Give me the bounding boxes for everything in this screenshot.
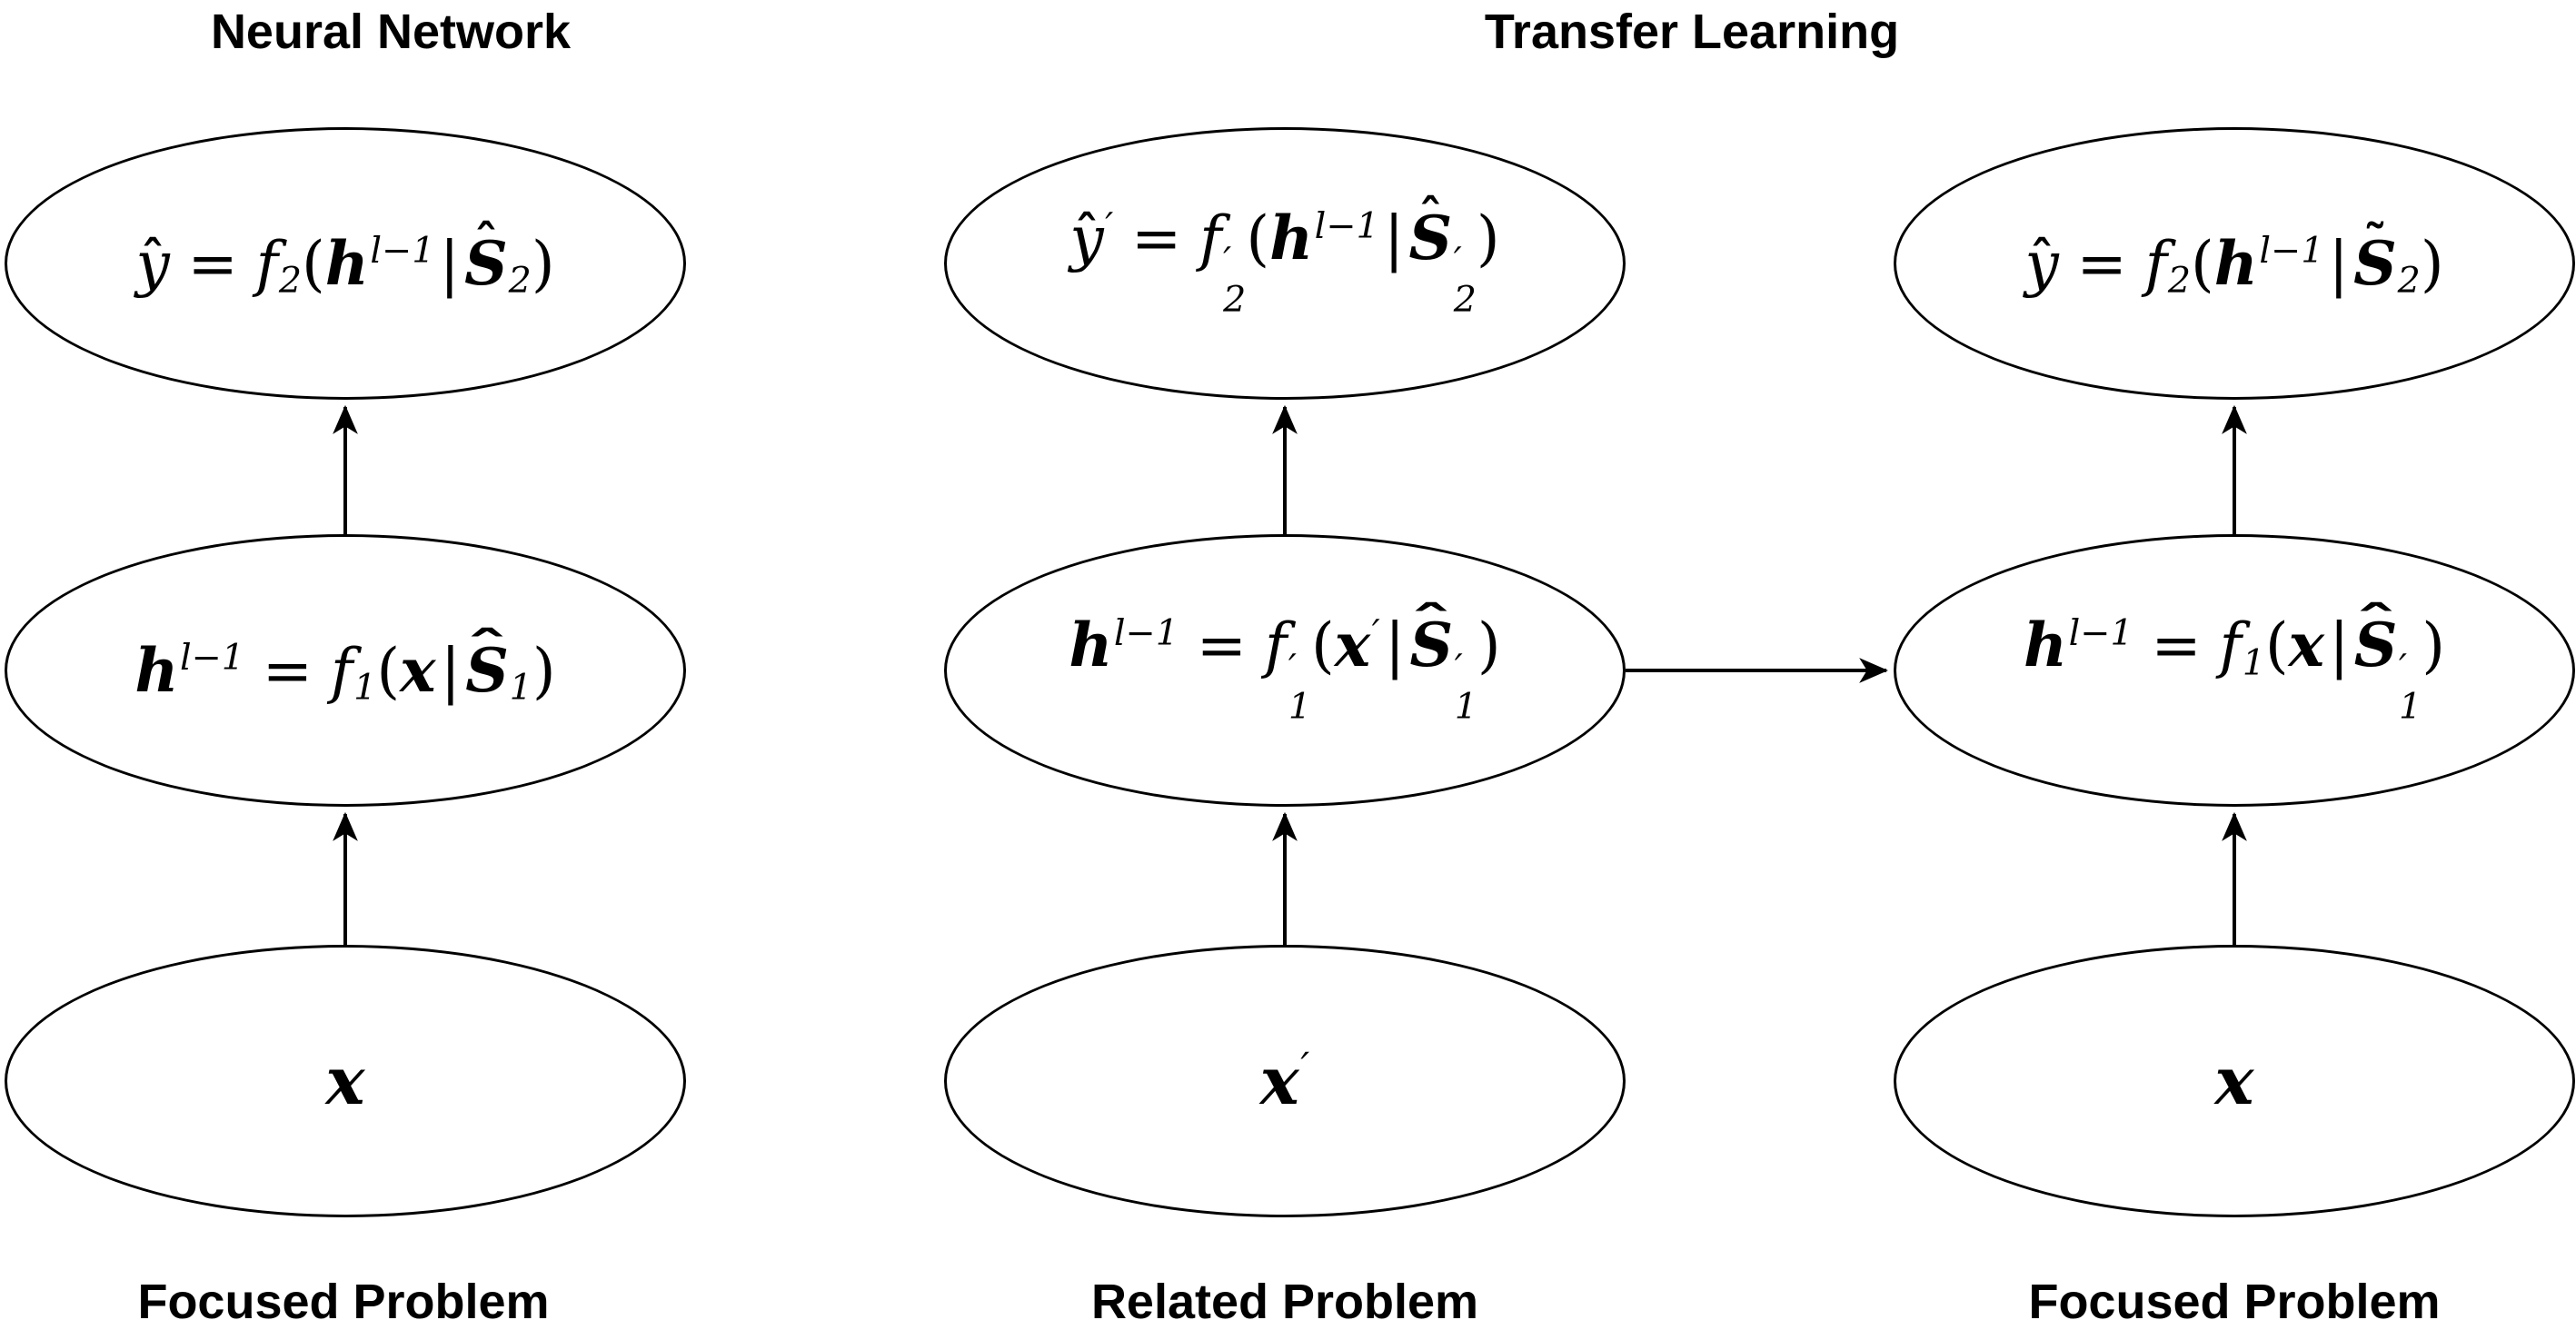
node-focused-input: x xyxy=(1894,945,2575,1217)
node-related-input: x′ xyxy=(944,945,1626,1217)
section-title-neural-network: Neural Network xyxy=(210,5,572,59)
formula-nn-input: x xyxy=(325,1042,365,1119)
formula-focused-input: x xyxy=(2214,1042,2254,1119)
node-nn-input: x xyxy=(5,945,686,1217)
column-label-focused-problem-right: Focused Problem xyxy=(2028,1275,2441,1329)
column-label-related-problem: Related Problem xyxy=(1090,1275,1479,1329)
section-title-transfer-learning: Transfer Learning xyxy=(1484,5,1900,59)
formula-related-input: x′ xyxy=(1259,1042,1310,1119)
column-label-focused-problem-left: Focused Problem xyxy=(137,1275,550,1329)
